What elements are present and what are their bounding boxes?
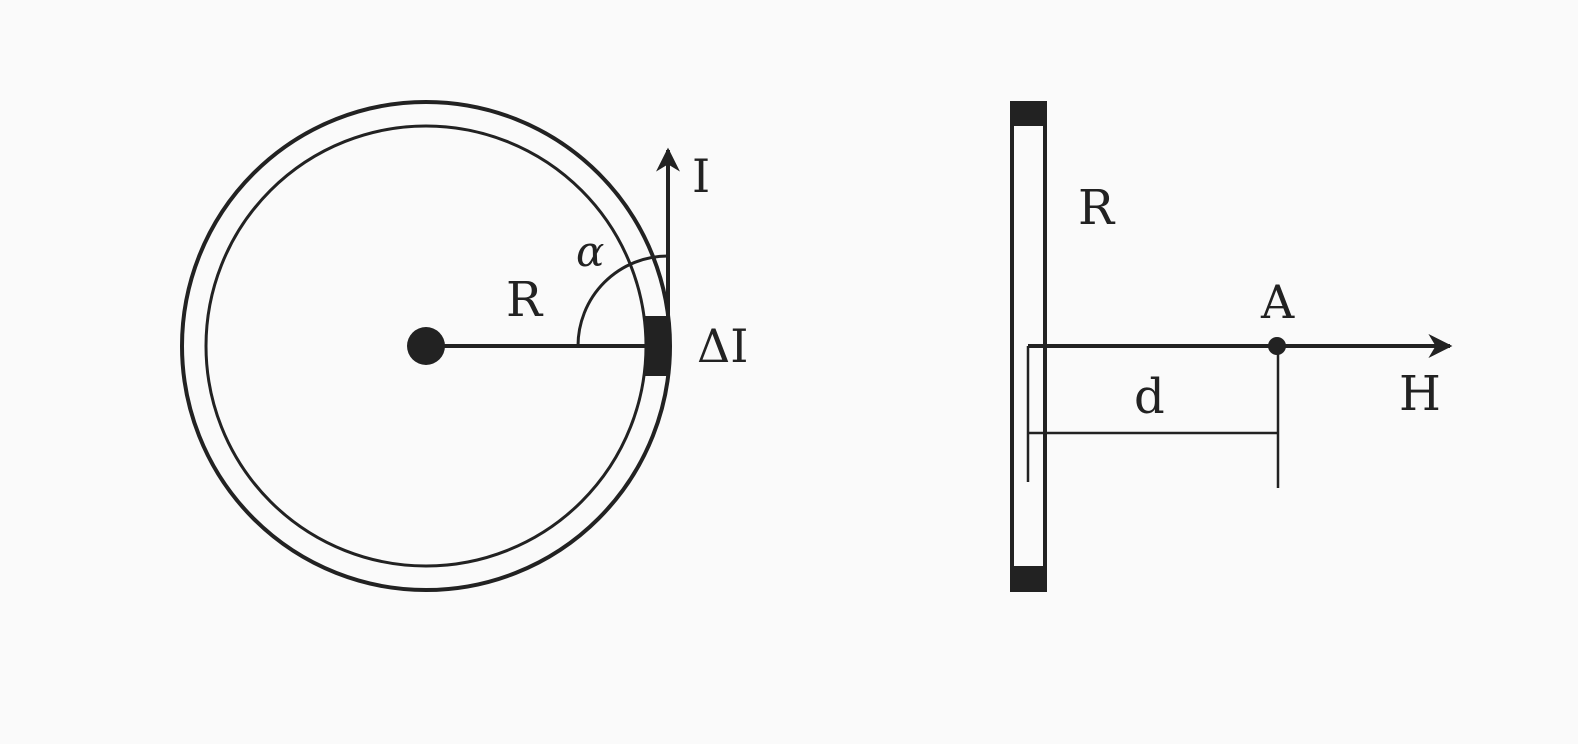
- current-element-label: ΔI: [697, 319, 748, 373]
- current-element-segment: [645, 316, 669, 376]
- point-a-label: A: [1260, 275, 1295, 329]
- ring-bottom-segment: [1010, 566, 1047, 592]
- side-radius-label: R: [1078, 180, 1116, 236]
- ring-top-segment: [1010, 101, 1047, 126]
- radius-label: R: [506, 272, 544, 328]
- angle-arc: [576, 254, 669, 347]
- field-label: H: [1399, 366, 1441, 422]
- ring-top-view: R α I ΔI: [180, 100, 748, 592]
- ring-side-view: R A d H: [1010, 101, 1453, 592]
- distance-label: d: [1134, 369, 1165, 425]
- current-label: I: [692, 149, 710, 203]
- angle-label: α: [576, 227, 604, 276]
- center-point: [407, 327, 445, 365]
